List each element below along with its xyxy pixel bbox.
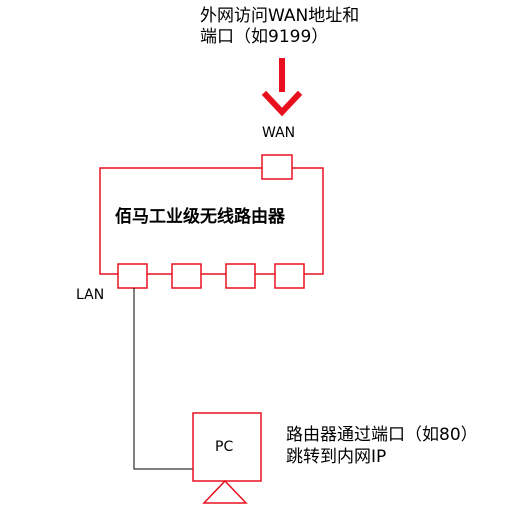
wan-arrow-head	[261, 90, 303, 117]
lan-port	[274, 263, 305, 289]
lan-port	[225, 263, 256, 289]
lan-port	[171, 263, 202, 289]
router-box	[99, 167, 324, 275]
lan-port	[117, 263, 148, 289]
wan-access-note-line2: 端口（如9199）	[200, 27, 329, 47]
router-title: 佰马工业级无线路由器	[115, 207, 285, 227]
wan-access-note-line1: 外网访问WAN地址和	[200, 6, 360, 26]
pc-label: PC	[215, 439, 234, 455]
pc-monitor	[192, 412, 262, 482]
router-forward-note-line1: 路由器通过端口（如80）	[286, 425, 478, 445]
router-forward-note-line2: 跳转到内网IP	[286, 447, 387, 467]
pc-stand	[202, 479, 248, 504]
lan-cable	[133, 288, 193, 470]
wan-label: WAN	[262, 125, 296, 141]
wan-port	[261, 154, 293, 180]
lan-label: LAN	[76, 287, 105, 303]
